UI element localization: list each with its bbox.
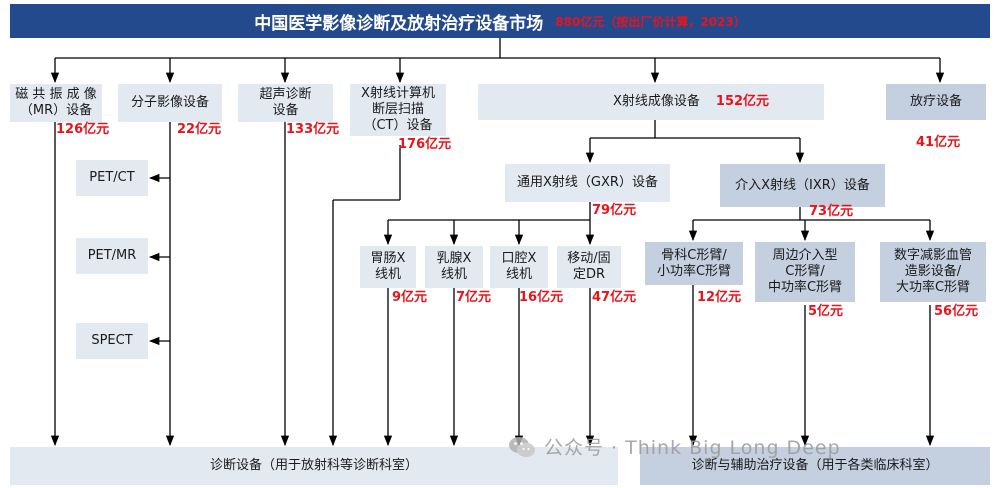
node-peri-c-label: 周边介入型 C形臂/ 中功率C形臂 [767, 248, 843, 295]
node-dsa-value: 56亿元 [934, 304, 979, 319]
node-ortho-c: 骨科C形臂/ 小功率C形臂 [645, 242, 743, 285]
node-dr-value: 47亿元 [592, 290, 637, 305]
node-radiotherapy-label: 放疗设备 [909, 94, 962, 109]
node-xray-label: X射线成像设备 [613, 94, 700, 109]
node-peri-c: 周边介入型 C形臂/ 中功率C形臂 [755, 242, 855, 302]
node-ct-value: 176亿元 [398, 137, 452, 152]
node-ortho-c-value: 12亿元 [697, 290, 742, 305]
node-ct: X射线计算机 断层扫描 （CT）设备 [350, 84, 446, 136]
node-mammo-value: 7亿元 [456, 290, 492, 305]
node-dsa-label: 数字减影血管 造影设备/ 大功率C形臂 [893, 248, 972, 295]
node-dental-value: 16亿元 [519, 290, 564, 305]
node-radiotherapy-value: 41亿元 [916, 135, 961, 150]
node-gxr-label: 通用X射线（GXR）设备 [517, 175, 658, 190]
node-spect-label: SPECT [91, 333, 133, 348]
footer-diagnostic: 诊断设备（用于放射科等诊断科室） [10, 447, 618, 485]
node-mr: 磁 共 振 成 像 （MR）设备 [10, 84, 102, 122]
node-mr-label: 磁 共 振 成 像 （MR）设备 [15, 87, 97, 118]
watermark: 公众号 · Think Big Long Deep [508, 433, 841, 460]
page-title: 中国医学影像诊断及放射治疗设备市场 [254, 13, 544, 34]
node-xray-value: 152亿元 [715, 94, 770, 109]
node-dr-label: 移动/固 定DR [567, 251, 611, 282]
node-ixr-value: 73亿元 [809, 204, 854, 219]
node-ultrasound-value: 133亿元 [286, 122, 340, 137]
node-ortho-c-label: 骨科C形臂/ 小功率C形臂 [656, 247, 732, 279]
node-dr: 移动/固 定DR [557, 246, 621, 288]
node-mr-value: 126亿元 [56, 122, 110, 137]
title-bar: 中国医学影像诊断及放射治疗设备市场 880亿元（按出厂价计算，2023） [10, 4, 990, 38]
wechat-icon [509, 436, 535, 457]
node-molecular-value: 22亿元 [177, 122, 222, 137]
node-spect: SPECT [76, 323, 148, 359]
node-dsa: 数字减影血管 造影设备/ 大功率C形臂 [880, 242, 986, 302]
node-gxr: 通用X射线（GXR）设备 [505, 164, 670, 202]
node-mammo: 乳腺X 线机 [425, 246, 483, 288]
node-ultrasound-label: 超声诊断 设备 [259, 87, 312, 118]
node-ct-label: X射线计算机 断层扫描 （CT）设备 [361, 86, 435, 133]
node-mammo-label: 乳腺X 线机 [436, 251, 472, 282]
node-pet-mr-label: PET/MR [87, 248, 137, 263]
node-dental-label: 口腔X 线机 [501, 251, 537, 282]
node-pet-ct: PET/CT [76, 160, 148, 196]
footer-therapeutic-label: 诊断与辅助治疗设备（用于各类临床科室） [691, 458, 939, 473]
node-peri-c-value: 5亿元 [808, 304, 844, 319]
node-gi-xray: 胃肠X 线机 [360, 246, 416, 288]
page-subtitle: 880亿元（按出厂价计算，2023） [555, 14, 746, 29]
node-gxr-value: 79亿元 [592, 203, 637, 218]
node-molecular: 分子影像设备 [118, 84, 222, 122]
node-gi-xray-label: 胃肠X 线机 [370, 251, 406, 282]
node-radiotherapy: 放疗设备 [886, 84, 986, 120]
node-gi-xray-value: 9亿元 [392, 290, 428, 305]
node-ultrasound: 超声诊断 设备 [238, 84, 333, 122]
node-ixr: 介入X射线（IXR）设备 [720, 164, 885, 207]
node-pet-ct-label: PET/CT [89, 170, 135, 185]
node-xray: X射线成像设备 152亿元 [478, 84, 824, 120]
node-ixr-label: 介入X射线（IXR）设备 [735, 177, 870, 193]
node-molecular-label: 分子影像设备 [130, 95, 209, 110]
node-pet-mr: PET/MR [76, 238, 148, 274]
footer-diagnostic-label: 诊断设备（用于放射科等诊断科室） [209, 458, 418, 473]
node-dental: 口腔X 线机 [490, 246, 548, 288]
watermark-text: 公众号 · Think Big Long Deep [544, 437, 841, 459]
footer-therapeutic: 诊断与辅助治疗设备（用于各类临床科室） [640, 447, 990, 485]
